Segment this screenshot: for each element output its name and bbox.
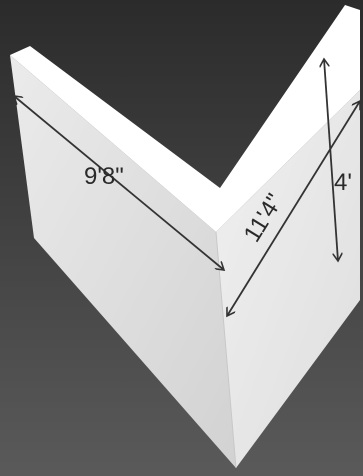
left-wall-dimension-line xyxy=(14,96,224,270)
left-wall-length-label: 9'8" xyxy=(84,163,124,190)
wall-height-label: 4' xyxy=(334,169,352,196)
wall-height-dimension-line xyxy=(324,59,338,261)
corner-edge xyxy=(215,231,237,469)
